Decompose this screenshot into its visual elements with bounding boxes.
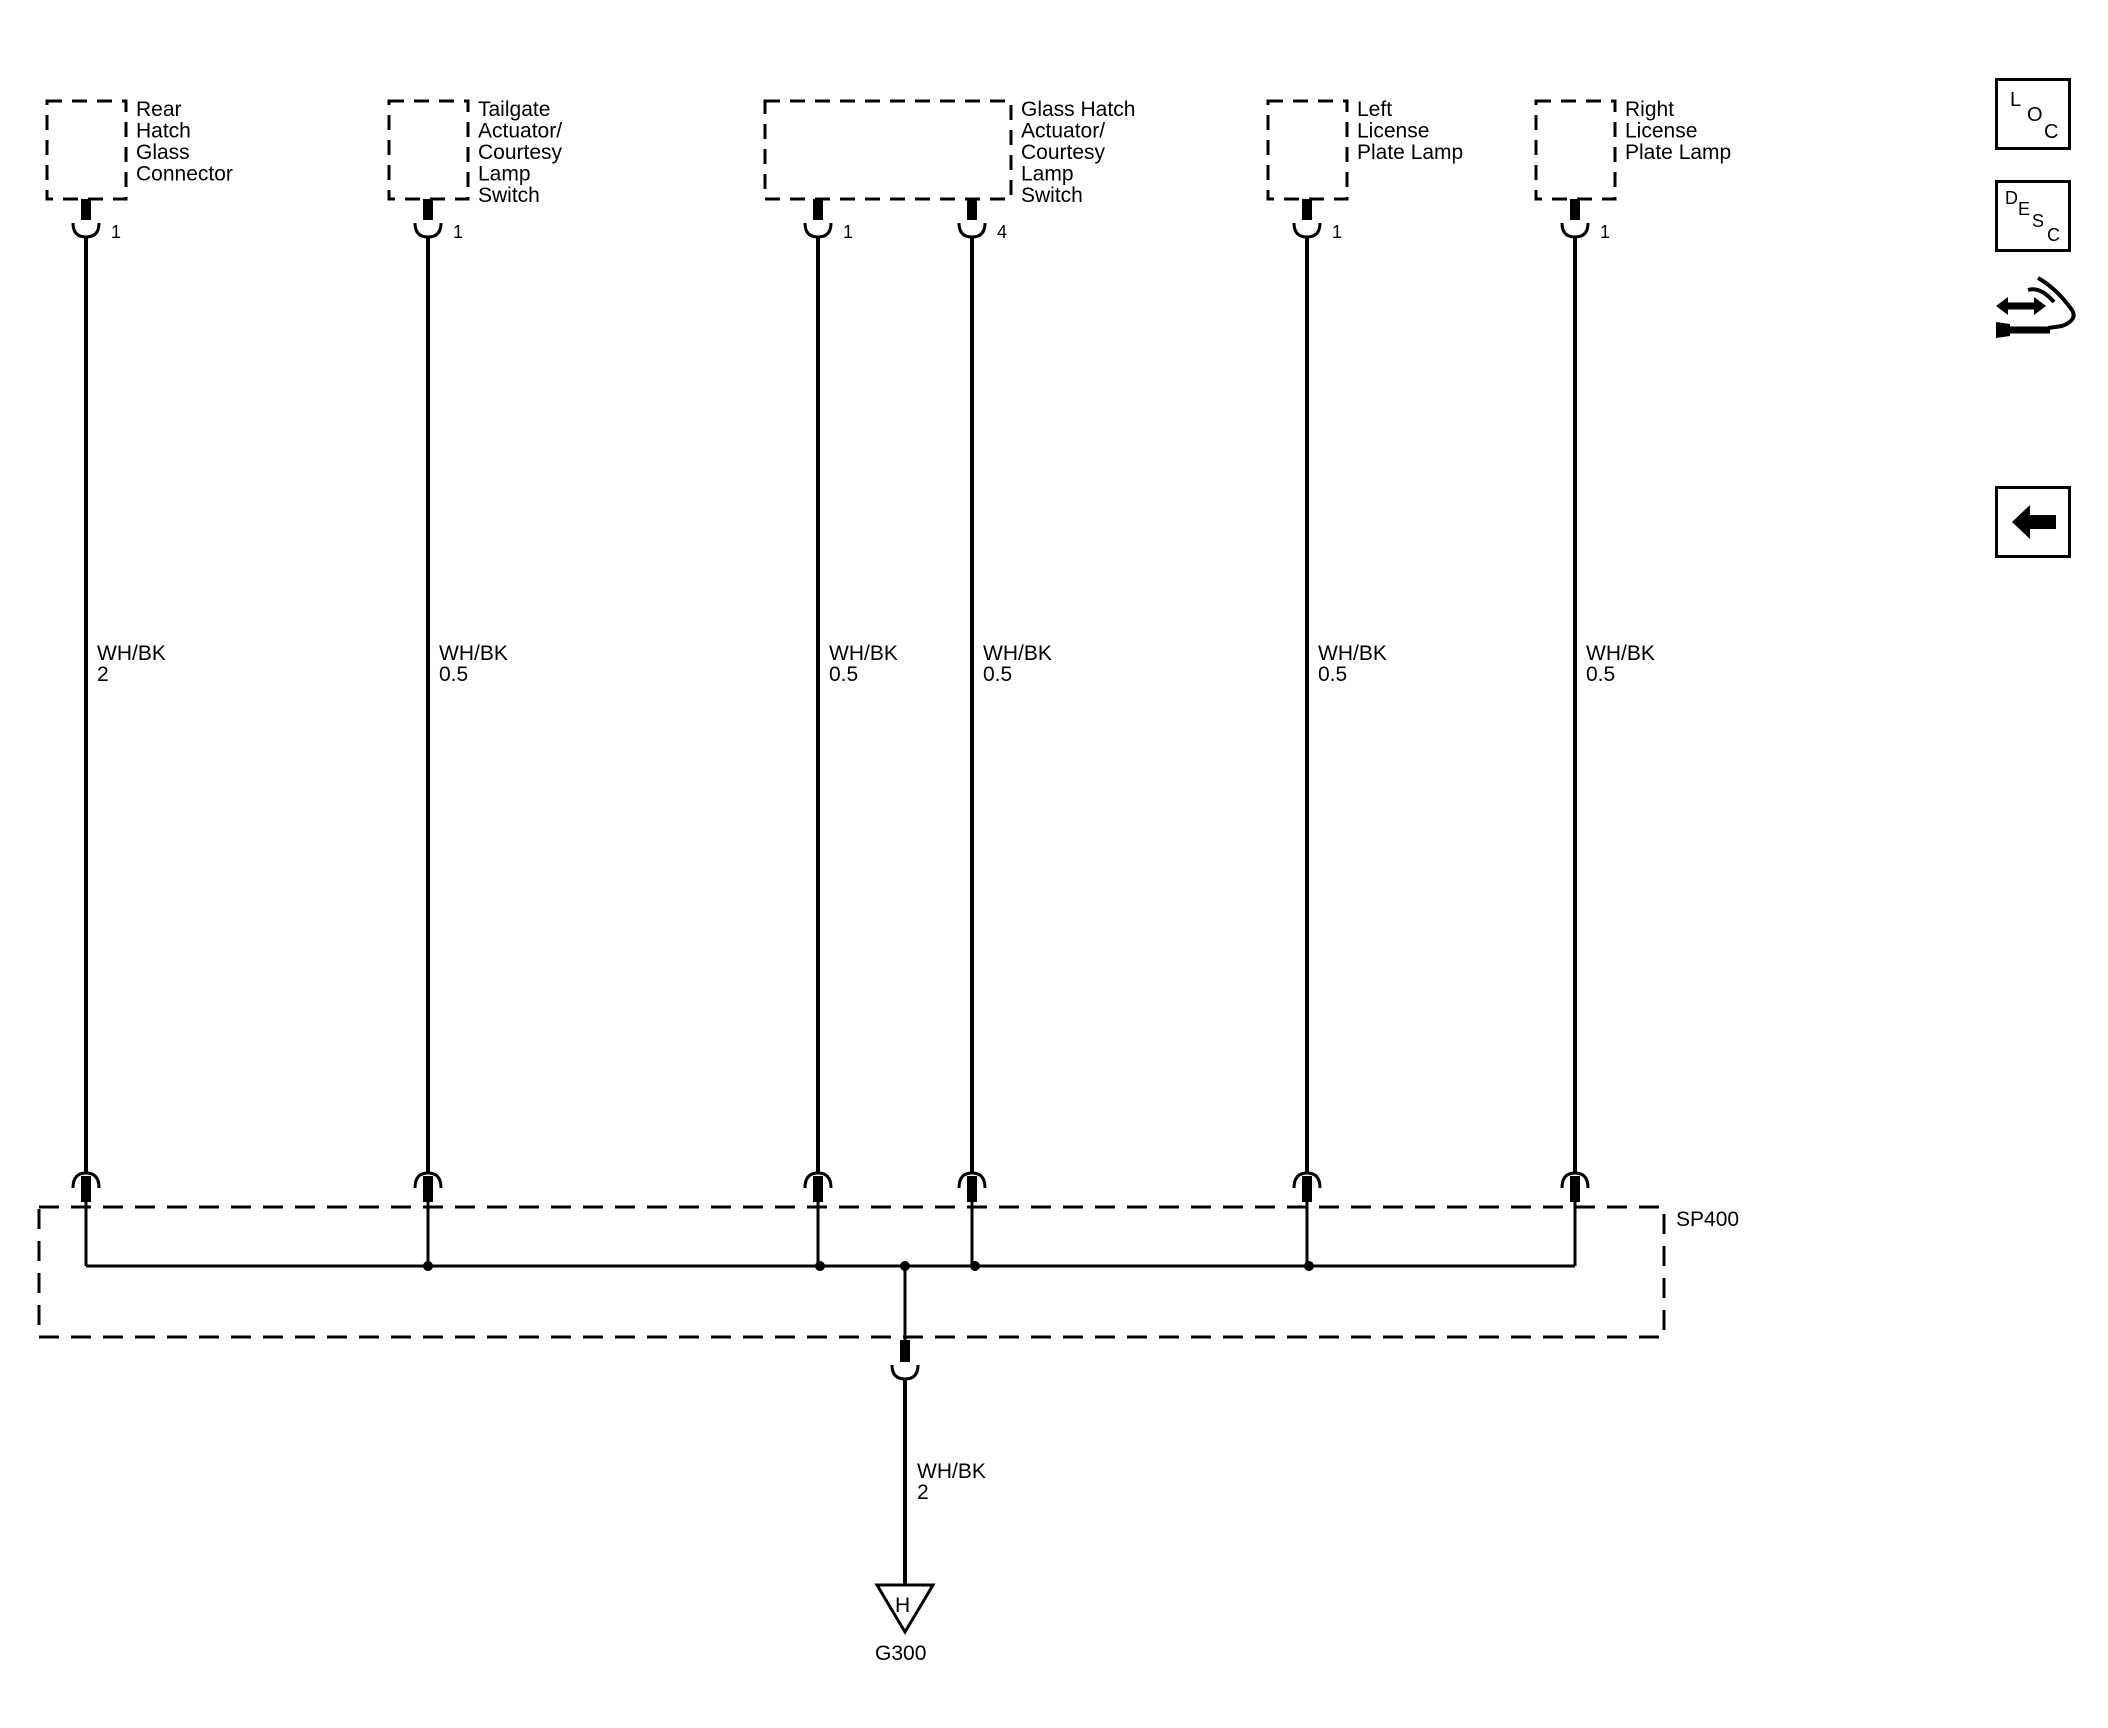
wire-color: WH/BK — [1586, 642, 1655, 665]
splice-box — [37, 1205, 1666, 1339]
ground-wire-size: 2 — [917, 1481, 929, 1504]
component-label-line: Tailgate — [478, 98, 550, 121]
loc-letter-o: O — [2027, 104, 2043, 126]
component-label-line: Right — [1625, 98, 1674, 121]
pin-number: 4 — [997, 222, 1007, 242]
connector-cup — [1560, 222, 1590, 239]
wire-color: WH/BK — [439, 642, 508, 665]
component-label-line: Glass — [136, 141, 190, 164]
pin-number: 1 — [111, 222, 121, 242]
component-box-right-license-plate-lamp — [1534, 99, 1617, 201]
component-label-line: Switch — [478, 184, 540, 207]
component-label-line: License — [1625, 120, 1697, 143]
wires-layer: WH/BK2WH/BK0.5WH/BK0.5WH/BK0.5WH/BK0.5WH… — [71, 237, 1655, 1266]
wire-size: 2 — [97, 663, 109, 686]
wire-size: 0.5 — [1318, 663, 1347, 686]
component-box-rear-hatch-glass-connector — [45, 99, 128, 201]
desc-letter-d: D — [2005, 188, 2018, 208]
wire-size: 0.5 — [1586, 663, 1615, 686]
splice-cup — [1560, 1171, 1590, 1189]
desc-button[interactable]: D E S C — [1995, 180, 2071, 252]
connector-cup — [71, 222, 101, 239]
loc-letter-l: L — [2010, 89, 2022, 111]
component-label-line: Hatch — [136, 120, 191, 143]
desc-letter-c: C — [2047, 225, 2060, 245]
component-label-line: Actuator/ — [1021, 120, 1105, 143]
component-label-line: Lamp — [1021, 163, 1074, 186]
wire-color: WH/BK — [1318, 642, 1387, 665]
component-box-tailgate-actuator-courtesy-lamp-switch — [387, 99, 470, 201]
wire-color: WH/BK — [983, 642, 1052, 665]
component-label-line: License — [1357, 120, 1429, 143]
left-arrow-icon — [2012, 505, 2056, 539]
splice-cup — [1292, 1171, 1322, 1189]
ground-cup — [890, 1364, 920, 1381]
splice-junction-dot — [815, 1261, 825, 1271]
connector-cup — [957, 222, 987, 239]
ground-label: G300 — [875, 1642, 926, 1665]
pin-number: 1 — [843, 222, 853, 242]
component-box-left-license-plate-lamp — [1266, 99, 1349, 201]
desc-letter-s: S — [2032, 211, 2045, 231]
splice-cup — [803, 1171, 833, 1189]
wire-size: 0.5 — [829, 663, 858, 686]
connector-cup — [803, 222, 833, 239]
pin-number: 1 — [1332, 222, 1342, 242]
connector-cup — [1292, 222, 1322, 239]
ground-symbol — [874, 1583, 936, 1635]
splice-junction-dot — [970, 1261, 980, 1271]
splice-label: SP400 — [1676, 1208, 1739, 1231]
ground-symbol-letter: H — [895, 1594, 910, 1617]
splice-junction-dot — [423, 1261, 433, 1271]
component-label-line: Plate Lamp — [1357, 141, 1463, 164]
splice-junction-dot — [1304, 1261, 1314, 1271]
pin-number: 1 — [453, 222, 463, 242]
wire-size: 0.5 — [983, 663, 1012, 686]
component-label-line: Glass Hatch — [1021, 98, 1135, 121]
component-label-line: Left — [1357, 98, 1392, 121]
desc-letter-e: E — [2018, 199, 2031, 219]
component-label-line: Courtesy — [478, 141, 563, 164]
connector-cup — [413, 222, 443, 239]
component-label-line: Lamp — [478, 163, 531, 186]
components-layer: RearHatchGlassConnector1TailgateActuator… — [45, 98, 1731, 242]
component-box-glass-hatch-actuator-courtesy-lamp-switch — [763, 99, 1013, 201]
loc-button[interactable]: L O C — [1995, 78, 2071, 150]
wire-color: WH/BK — [97, 642, 166, 665]
splice-layer: SP400 — [37, 1205, 1739, 1339]
wire-color: WH/BK — [829, 642, 898, 665]
component-label-line: Plate Lamp — [1625, 141, 1731, 164]
wire-size: 0.5 — [439, 663, 468, 686]
component-label-line: Courtesy — [1021, 141, 1106, 164]
loc-letter-c: C — [2044, 121, 2059, 143]
back-button[interactable] — [1995, 486, 2071, 558]
component-label-line: Connector — [136, 163, 233, 186]
component-label-line: Rear — [136, 98, 182, 121]
splice-cup — [413, 1171, 443, 1189]
splice-cup — [957, 1171, 987, 1189]
pin-number: 1 — [1600, 222, 1610, 242]
splice-cup — [71, 1171, 101, 1189]
component-label-line: Switch — [1021, 184, 1083, 207]
ground-wire-color: WH/BK — [917, 1460, 986, 1483]
connector-hand-icon[interactable] — [1990, 272, 2082, 364]
component-label-line: Actuator/ — [478, 120, 562, 143]
